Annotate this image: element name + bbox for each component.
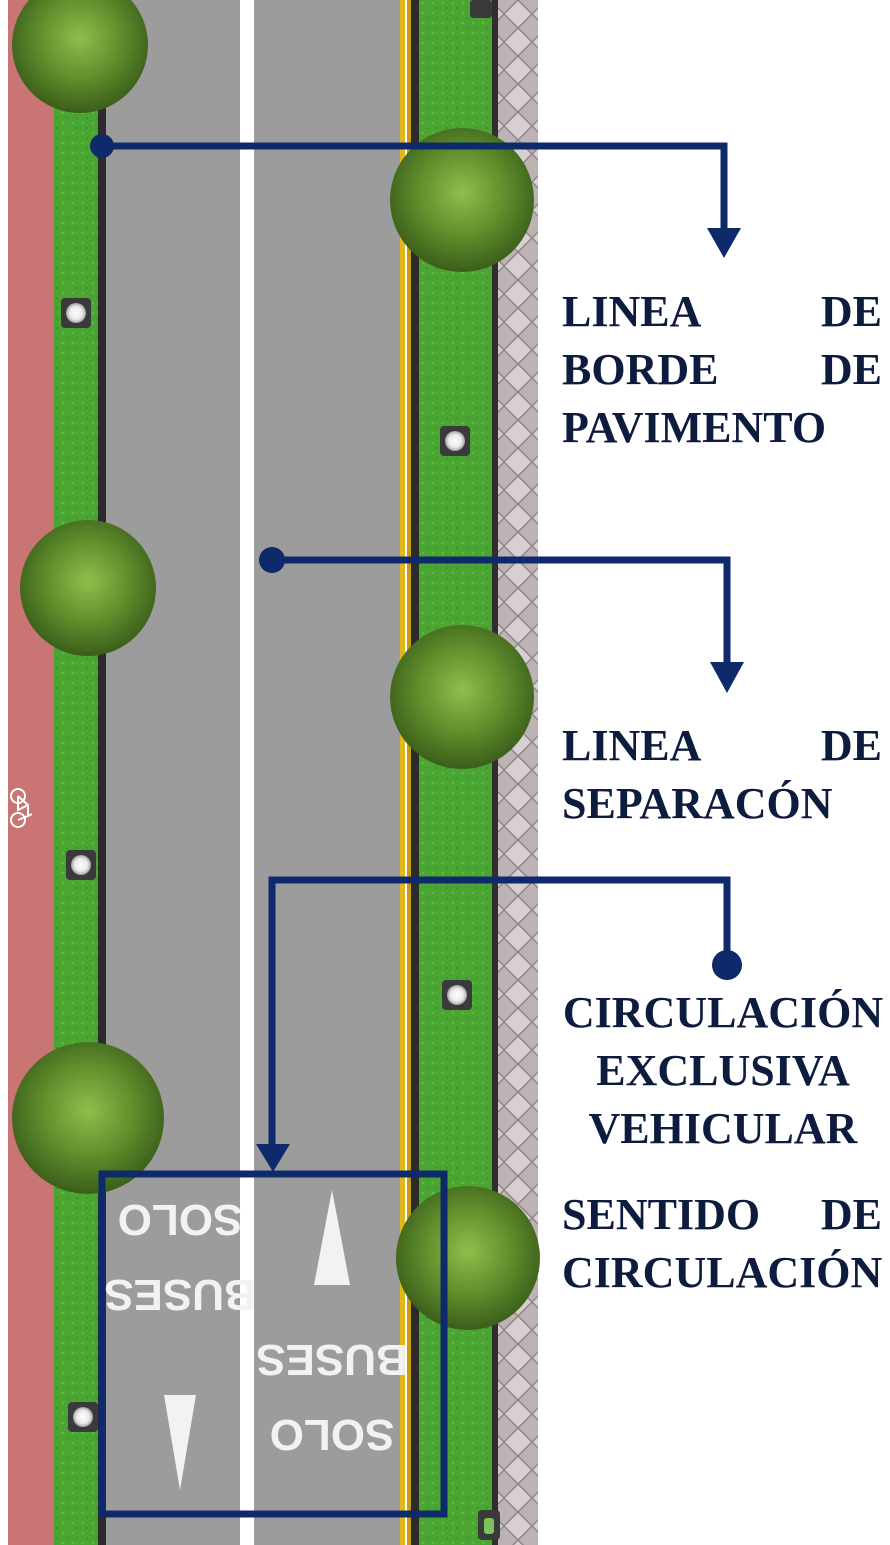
label-edge-line-word: BORDE — [562, 345, 719, 394]
callout-exclusive — [256, 876, 742, 1172]
left-lane-word-buses: BUSES — [104, 1270, 256, 1319]
left-grass-strip — [54, 0, 100, 1545]
label-edge-line-word: LINEA — [562, 287, 702, 336]
center-white-line — [240, 0, 254, 1545]
label-separation-line: LINEA DE SEPARACÓN — [562, 717, 882, 833]
label-edge-line-word: DE — [820, 345, 882, 394]
bike-lane — [8, 0, 54, 1545]
callout-separation-line — [259, 547, 744, 693]
right-lane-arrow — [314, 1190, 350, 1285]
lamp-icon — [440, 426, 470, 456]
arrow-down-icon — [707, 228, 741, 258]
label-direction: SENTIDO DE CIRCULACIÓN — [562, 1186, 882, 1302]
lamp-icon — [470, 0, 500, 1540]
yellow-edge-line-2 — [407, 0, 411, 1545]
road-marking-right-lane: BUSES SOLO — [256, 1190, 408, 1459]
yellow-edge-line — [400, 0, 405, 1545]
left-lane-arrow — [164, 1395, 196, 1490]
tree-icon — [390, 625, 534, 769]
lamp-icon — [66, 850, 96, 880]
roadway — [106, 0, 404, 1545]
label-direction-word: DE — [820, 1190, 882, 1239]
left-lane-word-solo: SOLO — [118, 1195, 243, 1244]
label-direction-word: CIRCULACIÓN — [562, 1248, 883, 1297]
arrow-down-icon — [710, 662, 744, 693]
lamp-icon — [61, 298, 91, 328]
label-separation-word: LINEA — [562, 721, 702, 770]
label-exclusive-line: CIRCULACIÓN — [562, 988, 884, 1037]
label-edge-line-word: DE — [820, 287, 882, 336]
left-curb — [98, 0, 106, 1545]
label-exclusive-circulation: CIRCULACIÓN EXCLUSIVA VEHICULAR — [558, 984, 888, 1158]
road-marking-left-lane: SOLO BUSES — [104, 1195, 256, 1490]
callout-edge-line — [90, 134, 741, 258]
right-lane-word-solo: SOLO — [270, 1410, 395, 1459]
lamp-icon — [68, 1402, 98, 1432]
right-grass-edge — [492, 0, 498, 1545]
tree-icon — [12, 0, 148, 113]
lamp-icon — [442, 980, 472, 1010]
right-lane-word-buses: BUSES — [256, 1335, 408, 1384]
label-edge-line: LINEA DE BORDE DE PAVIMENTO — [562, 283, 882, 457]
bicycle-icon — [10, 788, 33, 828]
label-exclusive-line: EXCLUSIVA — [596, 1046, 850, 1095]
label-direction-word: SENTIDO — [562, 1190, 761, 1239]
tree-icon — [390, 128, 534, 272]
arrow-down-icon — [256, 1144, 290, 1172]
label-exclusive-line: VEHICULAR — [588, 1104, 858, 1153]
label-separation-word: SEPARACÓN — [562, 779, 833, 828]
tree-icon — [396, 1186, 540, 1330]
right-curb — [411, 0, 419, 1545]
direction-box — [98, 1170, 448, 1518]
label-separation-word: DE — [820, 721, 882, 770]
tree-icon — [20, 520, 156, 656]
tree-icon — [12, 1042, 164, 1194]
label-edge-line-word: PAVIMENTO — [562, 403, 827, 452]
